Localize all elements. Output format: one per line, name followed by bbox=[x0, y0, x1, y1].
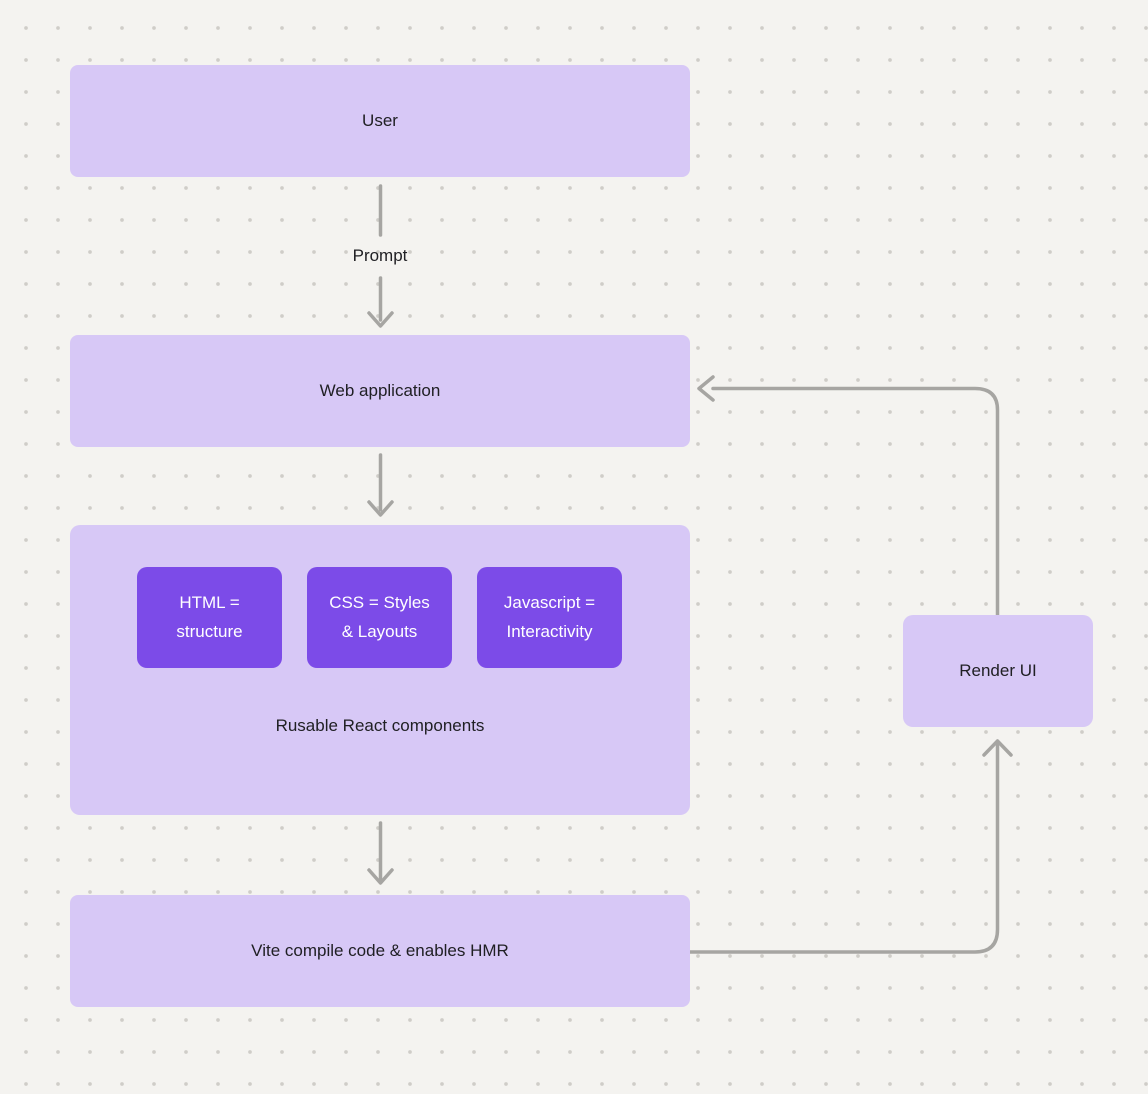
node-web-application-label: Web application bbox=[319, 381, 441, 400]
node-user[interactable]: User bbox=[70, 65, 690, 177]
node-web-application[interactable]: Web application bbox=[70, 335, 690, 447]
edge-web-to-components bbox=[367, 453, 394, 517]
node-html-structure[interactable]: HTML = structure bbox=[137, 567, 282, 668]
node-vite-label: Vite compile code & enables HMR bbox=[251, 941, 509, 960]
node-user-label: User bbox=[362, 111, 398, 130]
edge-render-ui-to-web bbox=[697, 375, 1000, 617]
arrowhead-down-icon bbox=[367, 311, 394, 328]
arrowhead-down-icon bbox=[367, 868, 394, 885]
node-vite[interactable]: Vite compile code & enables HMR bbox=[70, 895, 690, 1007]
node-render-ui-label: Render UI bbox=[959, 661, 1037, 680]
edge-vite-to-render-ui bbox=[688, 739, 1013, 954]
node-css-styles-label: CSS = Styles & Layouts bbox=[329, 593, 430, 641]
arrowhead-down-icon bbox=[367, 500, 394, 517]
arrowhead-left-icon bbox=[697, 375, 715, 402]
node-components-group[interactable]: HTML = structure CSS = Styles & Layouts … bbox=[70, 525, 690, 815]
node-javascript-interactivity-label: Javascript = Interactivity bbox=[503, 593, 596, 641]
components-row: HTML = structure CSS = Styles & Layouts … bbox=[137, 567, 622, 668]
node-css-styles[interactable]: CSS = Styles & Layouts bbox=[307, 567, 452, 668]
node-javascript-interactivity[interactable]: Javascript = Interactivity bbox=[477, 567, 622, 668]
arrowhead-up-icon bbox=[982, 739, 1013, 757]
edge-components-to-vite bbox=[367, 821, 394, 885]
components-group-label: Rusable React components bbox=[275, 716, 485, 735]
node-html-structure-label: HTML = structure bbox=[176, 593, 243, 641]
node-render-ui[interactable]: Render UI bbox=[903, 615, 1093, 727]
edge-prompt-label: Prompt bbox=[352, 246, 408, 265]
